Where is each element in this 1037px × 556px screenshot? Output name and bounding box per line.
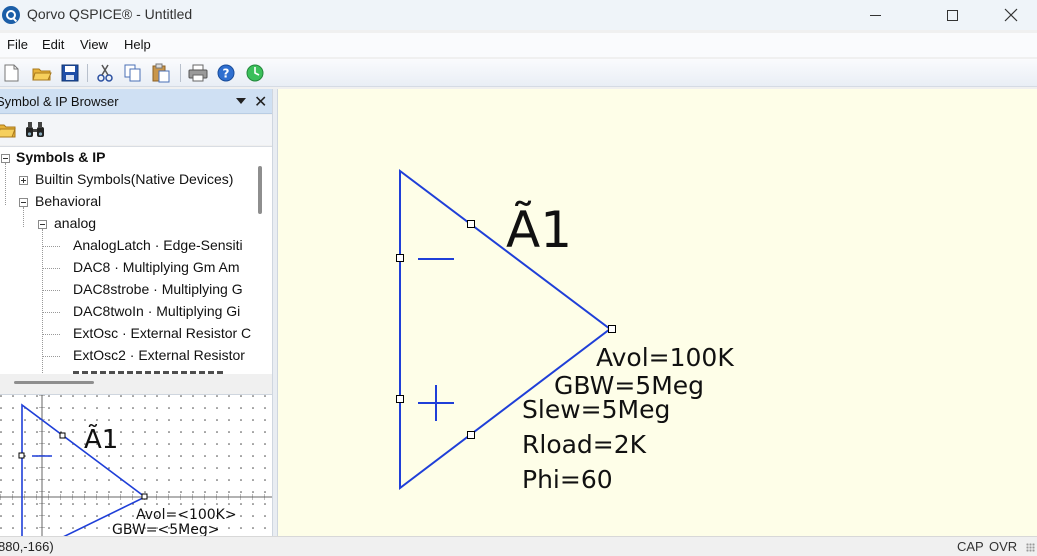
preview-param-avol: Avol=<100K>	[136, 507, 237, 523]
tree-guide	[42, 312, 60, 313]
pin-marker	[59, 432, 66, 439]
tree-guide	[42, 356, 60, 357]
menu-view[interactable]: View	[80, 37, 108, 52]
minimize-button[interactable]	[852, 0, 898, 30]
menu-help[interactable]: Help	[124, 37, 151, 52]
open-folder-icon[interactable]	[0, 122, 16, 138]
close-icon	[1004, 8, 1018, 22]
symbol-preview: Ã1 Avol=<100K> GBW=<5Meg>	[0, 394, 272, 536]
collapse-icon[interactable]	[38, 220, 47, 229]
cut-icon[interactable]	[95, 63, 115, 83]
caps-lock-indicator: CAP	[957, 539, 984, 554]
tree-item-symbols-ip[interactable]: Symbols & IP	[16, 149, 106, 165]
tree-item-extosc[interactable]: ExtOsc · External Resistor C	[73, 325, 252, 341]
maximize-button[interactable]	[929, 0, 975, 30]
menu-bar: File Edit View Help	[0, 33, 1037, 57]
update-icon[interactable]	[245, 63, 265, 83]
collapse-icon[interactable]	[19, 198, 28, 207]
tree-guide	[23, 207, 24, 227]
panel-splitter[interactable]	[272, 89, 278, 536]
overwrite-indicator: OVR	[989, 539, 1018, 554]
menu-edit[interactable]: Edit	[42, 37, 65, 52]
qspice-logo-icon	[2, 6, 20, 24]
save-icon[interactable]	[60, 63, 80, 83]
tree-item-builtin-symbols[interactable]: Builtin Symbols(Native Devices)	[35, 171, 234, 187]
close-button[interactable]	[988, 0, 1034, 30]
panel-menu-icon[interactable]	[236, 98, 246, 104]
open-folder-icon[interactable]	[32, 63, 52, 83]
pin-supply-bottom[interactable]	[467, 431, 475, 439]
pin-marker	[18, 452, 25, 459]
collapse-icon[interactable]	[1, 154, 10, 163]
preview-param-gbw: GBW=<5Meg>	[112, 522, 219, 536]
schematic-refdes[interactable]: Ã1	[506, 201, 572, 259]
menu-file[interactable]: File	[7, 37, 28, 52]
panel-title: Symbol & IP Browser	[0, 94, 119, 109]
tree-item-dac8twoin[interactable]: DAC8twoIn · Multiplying Gi	[73, 303, 241, 319]
help-icon[interactable]: ?	[216, 63, 236, 83]
panel-toolbar	[0, 115, 272, 145]
tree-horizontal-scrollbar[interactable]	[0, 374, 272, 394]
copy-icon[interactable]	[123, 63, 143, 83]
tree-item-analog[interactable]: analog	[54, 215, 97, 231]
tree-guide	[42, 229, 43, 374]
param-slew[interactable]: Slew=5Meg	[522, 395, 670, 424]
tree-item-dac8[interactable]: DAC8 · Multiplying Gm Am	[73, 259, 240, 275]
schematic-drawing: Ã1 Avol=100K GBW=5Meg Slew=5Meg Rload=2K…	[396, 168, 734, 494]
tree-guide	[42, 268, 60, 269]
svg-text:?: ?	[223, 67, 230, 81]
pin-inverting[interactable]	[396, 254, 404, 262]
param-gbw[interactable]: GBW=5Meg	[554, 371, 704, 400]
tree-item-analoglatch[interactable]: AnalogLatch · Edge-Sensiti	[73, 237, 243, 253]
resize-grip-icon[interactable]	[1026, 543, 1035, 552]
binoculars-icon[interactable]	[25, 121, 45, 139]
pin-marker	[141, 493, 148, 500]
symbol-tree: Symbols & IP Builtin Symbols(Native Devi…	[0, 146, 272, 374]
symbol-browser-header: Symbol & IP Browser ✕	[0, 89, 272, 114]
tree-guide	[42, 334, 60, 335]
window-title: Qorvo QSPICE® - Untitled	[27, 6, 193, 22]
preview-refdes: Ã1	[84, 423, 118, 455]
tree-guide	[42, 290, 60, 291]
title-bar: Qorvo QSPICE® - Untitled	[0, 0, 1037, 30]
paste-icon[interactable]	[151, 63, 171, 83]
tree-item-dac8strobe[interactable]: DAC8strobe · Multiplying G	[73, 281, 243, 297]
status-bar: 880,-166) CAP OVR	[0, 536, 1037, 556]
new-file-icon[interactable]	[2, 63, 22, 83]
tree-item-extosc2[interactable]: ExtOsc2 · External Resistor	[73, 347, 245, 363]
minimize-icon	[869, 14, 881, 16]
maximize-icon	[946, 9, 958, 21]
opamp-triangle	[21, 403, 147, 536]
toolbar-separator	[87, 64, 88, 82]
param-phi[interactable]: Phi=60	[522, 465, 613, 494]
opamp-triangle	[399, 168, 612, 491]
schematic-canvas[interactable]: Ã1 Avol=100K GBW=5Meg Slew=5Meg Rload=2K…	[278, 89, 1037, 536]
toolbar-separator	[180, 64, 181, 82]
tree-guide	[5, 163, 6, 205]
expand-icon[interactable]	[19, 176, 28, 185]
panel-close-icon[interactable]: ✕	[254, 94, 268, 111]
cursor-coordinates: 880,-166)	[0, 539, 54, 554]
tree-horizontal-scroll-thumb[interactable]	[14, 381, 94, 384]
pin-noninverting[interactable]	[396, 395, 404, 403]
pin-supply-top[interactable]	[467, 220, 475, 228]
tree-item-partial	[73, 371, 223, 374]
symbol-preview-drawing: Ã1 Avol=<100K> GBW=<5Meg>	[0, 395, 272, 536]
pin-output[interactable]	[608, 325, 616, 333]
tree-guide	[42, 246, 60, 247]
toolbar: ?	[0, 59, 1037, 87]
param-avol[interactable]: Avol=100K	[596, 343, 734, 372]
tree-vertical-scrollbar[interactable]	[258, 166, 262, 214]
tree-item-behavioral[interactable]: Behavioral	[35, 193, 102, 209]
print-icon[interactable]	[188, 63, 208, 83]
param-rload[interactable]: Rload=2K	[522, 430, 647, 459]
